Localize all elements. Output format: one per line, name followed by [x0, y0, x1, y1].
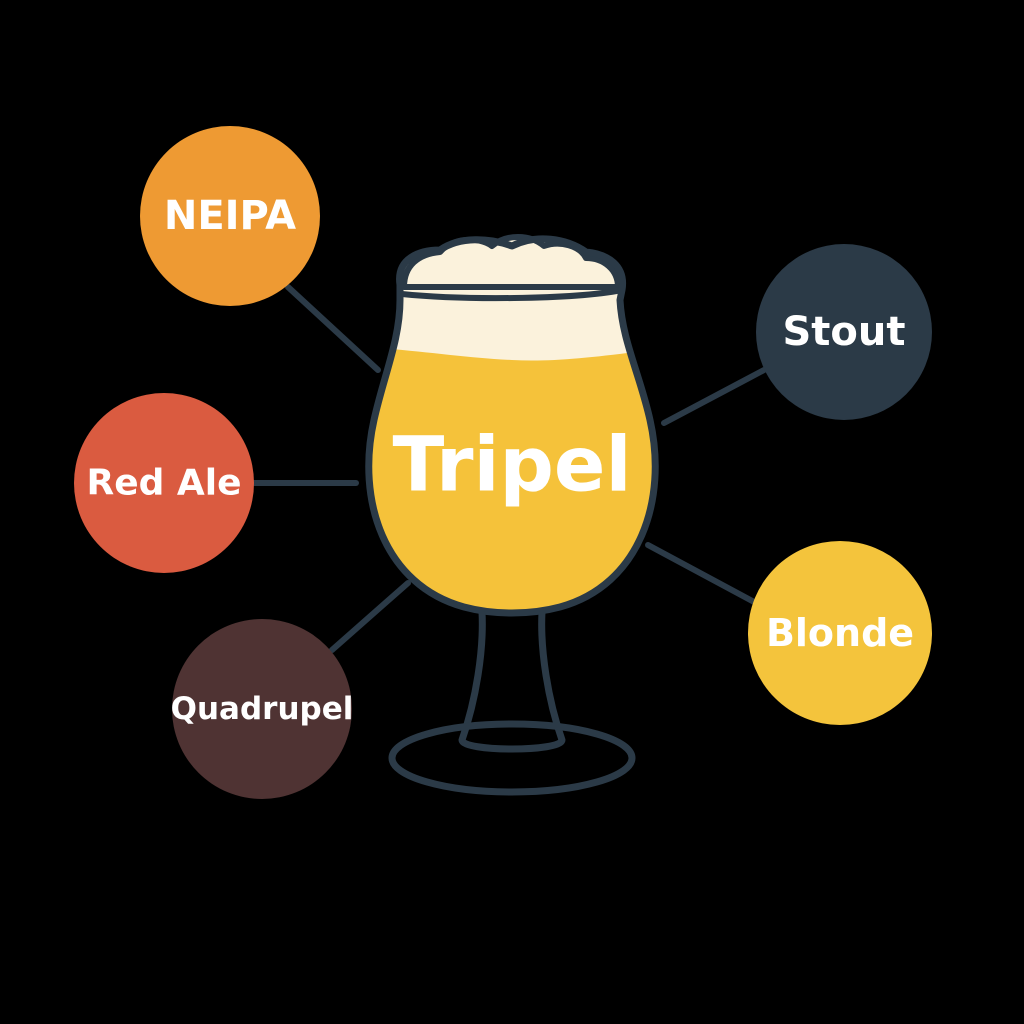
connector-neipa [285, 284, 381, 373]
node-neipa-circle [140, 126, 320, 306]
glass-bowl-outline [365, 235, 659, 617]
node-blonde[interactable]: Blonde [748, 541, 932, 725]
node-red-ale[interactable]: Red Ale [74, 393, 254, 573]
node-neipa[interactable]: NEIPA [140, 126, 320, 306]
connector-blonde [645, 542, 759, 606]
connector-quadrupel [329, 580, 411, 653]
node-neipa-label: NEIPA [164, 193, 296, 239]
tulip-beer-glass-icon [365, 234, 659, 796]
node-blonde-circle [748, 541, 932, 725]
node-blonde-label: Blonde [766, 611, 914, 655]
node-stout[interactable]: Stout [756, 244, 932, 420]
center-label: Tripel [392, 420, 631, 509]
node-stout-label: Stout [782, 309, 905, 355]
connector-stout [661, 367, 767, 426]
node-red-ale-label: Red Ale [86, 463, 241, 504]
foam-line [399, 287, 625, 302]
glass-stem [458, 611, 566, 753]
node-stout-circle [756, 244, 932, 420]
glass-base [388, 720, 636, 796]
connector-lines [249, 284, 767, 653]
node-quadrupel[interactable]: Quadrupel [171, 619, 354, 799]
node-quadrupel-label: Quadrupel [171, 691, 354, 727]
node-quadrupel-circle [172, 619, 352, 799]
node-red-ale-circle [74, 393, 254, 573]
